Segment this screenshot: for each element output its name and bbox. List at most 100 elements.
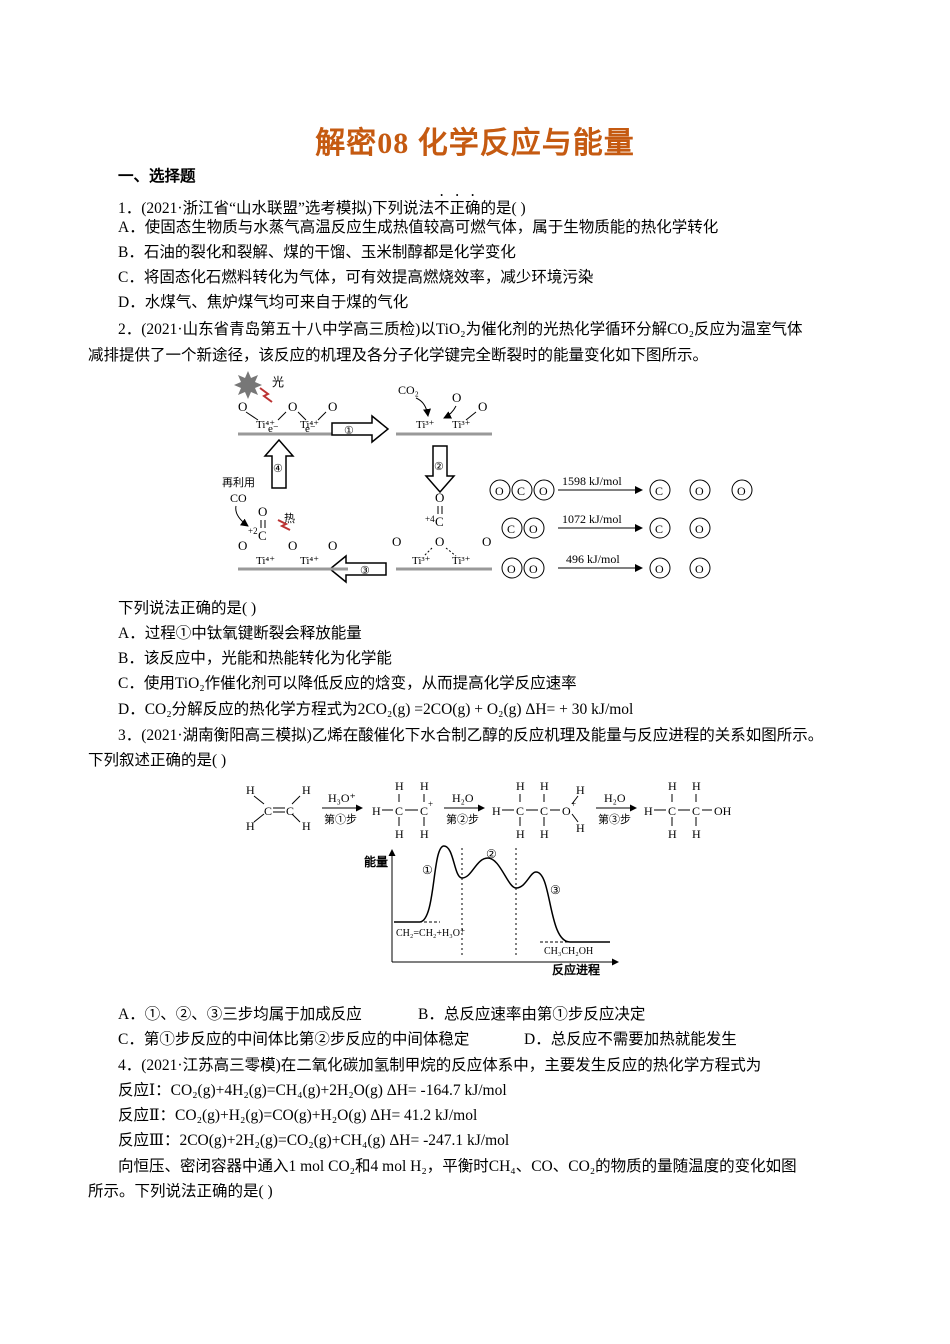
q1-emphasis: 不正确	[434, 200, 481, 217]
q4-stem-3: 所示。下列说法正确的是( )	[88, 1183, 273, 1200]
svg-text:O: O	[529, 522, 538, 536]
svg-text:H: H	[644, 804, 653, 818]
q2-stem-2: 减排提供了一个新途径，该反应的机理及各分子化学键完全断裂时的能量变化如下图所示。	[88, 347, 709, 364]
q4-stem-2: 向恒压、密闭容器中通入1 mol CO₂和4 mol H₂，平衡时CH₄、CO、…	[118, 1158, 797, 1175]
q4-reaction-3: 反应Ⅲ：2CO(g)+2H₂(g)=CO₂(g)+CH₄(g) ΔH= -247…	[118, 1132, 510, 1149]
q2-ask: 下列说法正确的是( )	[118, 600, 257, 617]
svg-text:O: O	[238, 538, 247, 553]
svg-text:①: ①	[344, 425, 354, 437]
step-4-arrow: ④	[263, 438, 295, 489]
svg-text:O: O	[562, 804, 571, 818]
svg-text:②: ②	[434, 461, 444, 473]
q1-option-b: B．石油的裂化和裂解、煤的干馏、玉米制醇都是化学变化	[118, 244, 516, 261]
q1-option-d: D．水煤气、焦炉煤气均可来自于煤的气化	[118, 294, 409, 311]
q2-option-b: B．该反应中，光能和热能转化为化学能	[118, 650, 392, 667]
q4-reaction-1: 反应Ⅰ：CO₂(g)+4H₂(g)=CH₄(g)+2H₂O(g) ΔH= -16…	[118, 1082, 507, 1099]
svg-text:1598 kJ/mol: 1598 kJ/mol	[562, 474, 622, 488]
q3-mechanism-figure: H H H H C C H₃O⁺ 第①步 H C C + H H H H H₂O…	[246, 779, 732, 976]
svg-text:④: ④	[273, 463, 283, 475]
q3-stem-1: 3．(2021·湖南衡阳高三模拟)乙烯在酸催化下水合制乙醇的反应机理及能量与反应…	[118, 727, 824, 744]
svg-text:+: +	[428, 799, 433, 809]
svg-text:第③步: 第③步	[598, 812, 631, 826]
q2-mechanism-figure: 光 O e⁻ O e⁻ O Ti⁴⁺ Ti⁴⁺ ① CO₂ O O Ti³⁺ T…	[222, 371, 753, 584]
svg-text:e⁻: e⁻	[268, 423, 279, 435]
svg-text:H: H	[576, 783, 585, 797]
svg-text:O: O	[435, 490, 444, 505]
svg-text:Ti³⁺: Ti³⁺	[452, 419, 471, 431]
svg-text:O: O	[288, 538, 297, 553]
svg-text:H₃O⁺: H₃O⁺	[328, 791, 356, 805]
step-1-arrow: ①	[331, 414, 390, 444]
svg-text:H: H	[420, 779, 429, 793]
energy-axis-label: 能量	[364, 854, 388, 869]
svg-text:C: C	[540, 804, 548, 818]
svg-text:C: C	[692, 804, 700, 818]
svg-text:CO: CO	[230, 491, 247, 505]
progress-axis-label: 反应进程	[552, 962, 600, 976]
svg-text:③: ③	[360, 565, 370, 577]
step-3-arrow: ③	[328, 554, 387, 584]
svg-text:O: O	[655, 562, 664, 576]
q3-option-c: C．第①步反应的中间体比第②步反应的中间体稳定	[118, 1031, 470, 1048]
svg-text:C: C	[395, 804, 403, 818]
svg-text:第①步: 第①步	[324, 812, 357, 826]
reaction-scheme: H H H H C C H₃O⁺ 第①步 H C C + H H H H H₂O…	[246, 779, 732, 841]
svg-text:H: H	[576, 821, 585, 835]
svg-text:H: H	[246, 783, 255, 797]
product-label: CH₃CH₂OH	[544, 946, 593, 957]
svg-text:O: O	[482, 534, 491, 549]
q1-option-a: A．使固态生物质与水蒸气高温反应生成热值较高可燃气体，属于生物质能的热化学转化	[118, 219, 719, 236]
svg-text:O: O	[435, 534, 444, 549]
svg-text:C: C	[258, 528, 267, 543]
svg-text:H: H	[246, 819, 255, 833]
svg-text:Ti⁴⁺: Ti⁴⁺	[256, 555, 275, 567]
svg-text:H: H	[540, 827, 549, 841]
svg-text:H: H	[516, 827, 525, 841]
q1-stem: 1．(2021·浙江省“山水联盟”选考模拟)下列说法不正确的是( )	[118, 200, 526, 217]
svg-text:Ti⁴⁺: Ti⁴⁺	[256, 419, 275, 431]
q3-option-a: A．①、②、③三步均属于加成反应	[118, 1006, 362, 1023]
sun-icon	[234, 371, 262, 399]
svg-text:H: H	[540, 779, 549, 793]
energy-profile: 能量 反应进程 ① ② ③ CH₂=CH₂+H₃O⁺ CH₃CH₂OH	[364, 845, 619, 976]
svg-text:O: O	[238, 399, 247, 414]
svg-text:OH: OH	[714, 804, 732, 818]
svg-text:②: ②	[486, 847, 497, 861]
svg-text:H: H	[516, 779, 525, 793]
svg-text:C: C	[507, 522, 515, 536]
svg-text:O: O	[695, 562, 704, 576]
svg-text:O: O	[452, 390, 461, 405]
svg-text:H: H	[372, 804, 381, 818]
svg-text:H: H	[395, 827, 404, 841]
q4-stem: 4．(2021·江苏高三零模)在二氧化碳加氢制甲烷的反应体系中，主要发生反应的热…	[118, 1057, 762, 1074]
svg-text:H: H	[302, 819, 311, 833]
svg-text:C: C	[517, 484, 525, 498]
svg-text:H₂O: H₂O	[452, 791, 474, 805]
svg-text:C: C	[420, 804, 428, 818]
q2-option-a: A．过程①中钛氧键断裂会释放能量	[118, 625, 362, 642]
svg-text:③: ③	[550, 883, 561, 897]
q2-stem-1: 2．(2021·山东省青岛第五十八中学高三质检)以TiO₂为催化剂的光热化学循环…	[118, 321, 803, 338]
bond-energy-o2: O O 496 kJ/mol O O	[501, 552, 711, 579]
svg-text:H: H	[420, 827, 429, 841]
svg-text:Ti⁴⁺: Ti⁴⁺	[300, 555, 319, 567]
svg-text:Ti⁴⁺: Ti⁴⁺	[300, 419, 319, 431]
q2-option-c: C．使用TiO₂作催化剂可以降低反应的焓变，从而提高化学反应速率	[118, 675, 577, 692]
q1-option-c: C．将固态化石燃料转化为气体，可有效提高燃烧效率，减少环境污染	[118, 269, 594, 286]
q3-option-d: D．总反应不需要加热就能发生	[524, 1031, 737, 1048]
svg-text:O: O	[328, 538, 337, 553]
svg-text:O: O	[539, 484, 548, 498]
svg-text:O: O	[507, 562, 516, 576]
svg-text:H: H	[692, 827, 701, 841]
svg-text:H: H	[668, 827, 677, 841]
page-title: 解密08 化学反应与能量	[315, 127, 635, 160]
svg-text:H: H	[395, 779, 404, 793]
svg-text:O: O	[258, 504, 267, 519]
svg-text:+4: +4	[425, 514, 435, 524]
svg-text:C: C	[516, 804, 524, 818]
svg-text:O: O	[695, 484, 704, 498]
bond-energy-co: C O 1072 kJ/mol C O	[501, 512, 711, 539]
svg-text:e⁻: e⁻	[305, 423, 316, 435]
svg-text:C: C	[286, 804, 294, 818]
svg-text:O: O	[392, 534, 401, 549]
